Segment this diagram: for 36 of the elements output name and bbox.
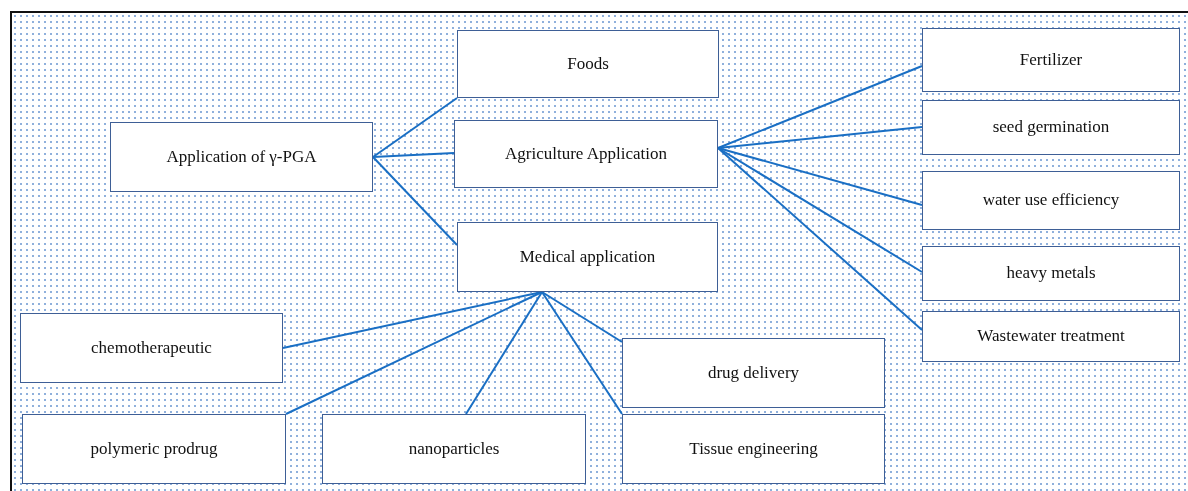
connector-line (285, 291, 543, 415)
box-label: Foods (567, 53, 609, 75)
box-label: Agriculture Application (505, 143, 667, 165)
process-box (454, 120, 718, 188)
box-label: seed germination (992, 117, 1110, 138)
box-label: polymeric prodrug (90, 438, 218, 460)
connector-line (717, 126, 923, 149)
box-label: heavy metals (1006, 263, 1096, 284)
box-label: Application of γ-PGA (166, 146, 317, 168)
process-box (457, 222, 718, 292)
process-box (922, 246, 1180, 301)
process-box (922, 100, 1180, 155)
box-label: nanoparticles (408, 438, 500, 460)
box-label: Medical application (519, 246, 656, 268)
box-label: Fertilizer (1019, 49, 1083, 71)
connector-line (717, 147, 923, 273)
connector-line (372, 156, 458, 246)
process-box (22, 414, 286, 484)
process-box (322, 414, 586, 484)
process-box (922, 171, 1180, 230)
process-box (922, 28, 1180, 92)
connector-line (717, 147, 923, 331)
box-label: Wastewater treatment (977, 326, 1125, 347)
connector-line (717, 147, 923, 206)
process-box (622, 338, 885, 408)
process-box (622, 414, 885, 484)
process-box (922, 311, 1180, 362)
box-label: drug delivery (707, 362, 800, 384)
connector-line (372, 152, 455, 158)
box-label: chemotherapeutic (91, 337, 212, 359)
box-label: Tissue engineering (689, 438, 818, 460)
process-box (457, 30, 719, 98)
connector-line (541, 291, 623, 343)
box-label: water use efficiency (982, 190, 1120, 211)
process-box (20, 313, 283, 383)
process-box (110, 122, 373, 192)
